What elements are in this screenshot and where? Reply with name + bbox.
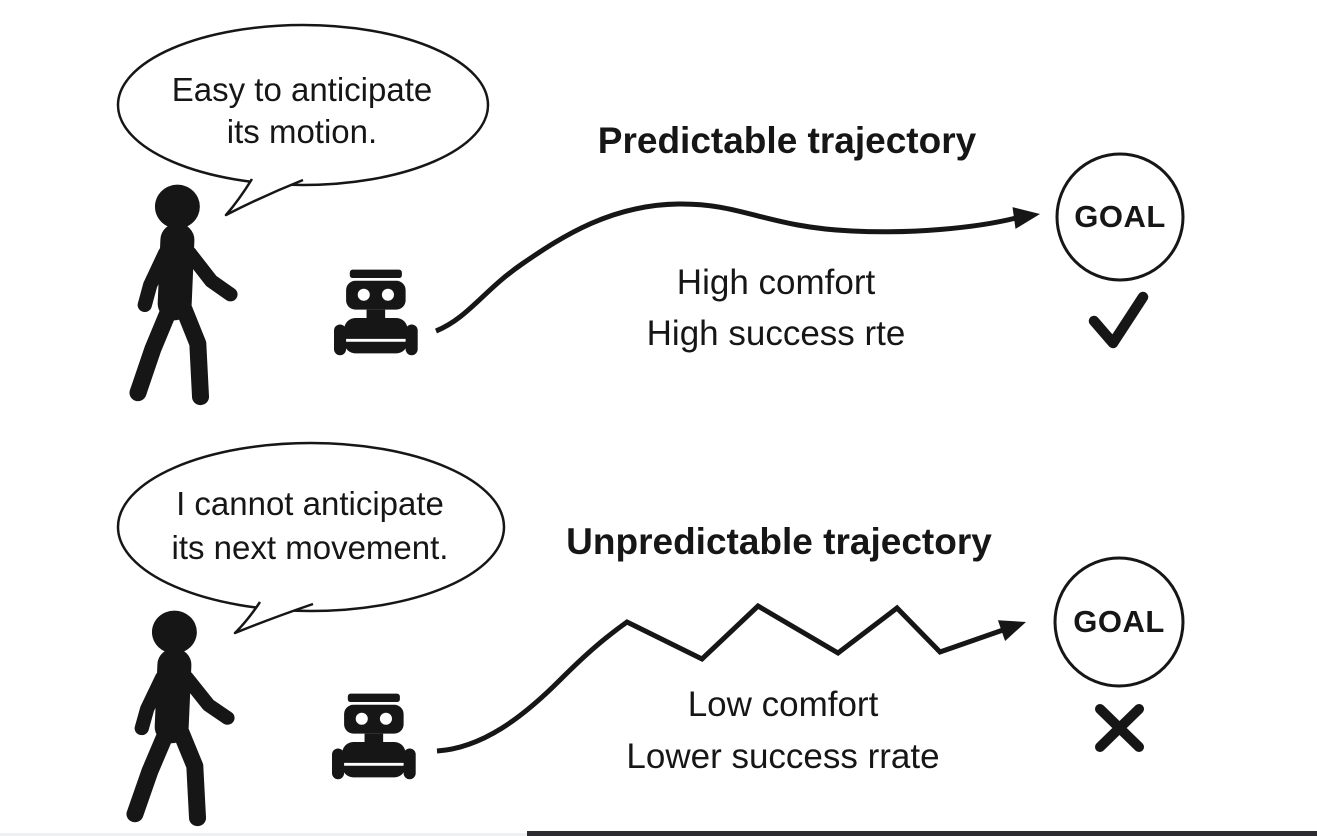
note-text-bottom: Low comfort Lower success rrate [583, 679, 983, 783]
speech-bubble-text-top: Easy to anticipate its motion. [117, 69, 487, 153]
person-icon [135, 611, 227, 818]
bubble-line: I cannot anticipate [176, 485, 444, 522]
bubble-line: its next movement. [171, 529, 449, 566]
speech-bubble-text-bottom: I cannot anticipate its next movement. [125, 482, 495, 570]
cross-icon [1095, 704, 1144, 752]
panel-title-top: Predictable trajectory [597, 120, 977, 161]
robot-icon [332, 268, 420, 357]
robot-icon [330, 692, 418, 781]
zigzag-trajectory-arrow [436, 602, 1026, 754]
note-line: Low comfort [687, 685, 879, 724]
bubble-line: Easy to anticipate [171, 71, 433, 108]
goal-circle-bottom [1053, 556, 1185, 688]
note-line: High comfort [676, 263, 876, 302]
bubble-line: its motion. [226, 113, 378, 150]
bottom-edge-light [0, 833, 527, 836]
speech-bubble-top [116, 23, 490, 217]
smooth-trajectory-arrow [435, 201, 1040, 334]
goal-label-top: GOAL [1074, 199, 1166, 234]
goal-circle-top [1055, 152, 1185, 282]
note-line: High success rte [646, 314, 906, 353]
bottom-edge-dark [527, 831, 1317, 836]
speech-bubble-bottom [116, 441, 506, 635]
person-icon [138, 185, 230, 397]
check-icon [1088, 291, 1149, 349]
panel-title-bottom: Unpredictable trajectory [566, 521, 992, 562]
goal-label-bottom: GOAL [1073, 604, 1165, 639]
note-text-top: High comfort High success rte [576, 257, 976, 359]
note-line: Lower success rrate [626, 737, 940, 776]
